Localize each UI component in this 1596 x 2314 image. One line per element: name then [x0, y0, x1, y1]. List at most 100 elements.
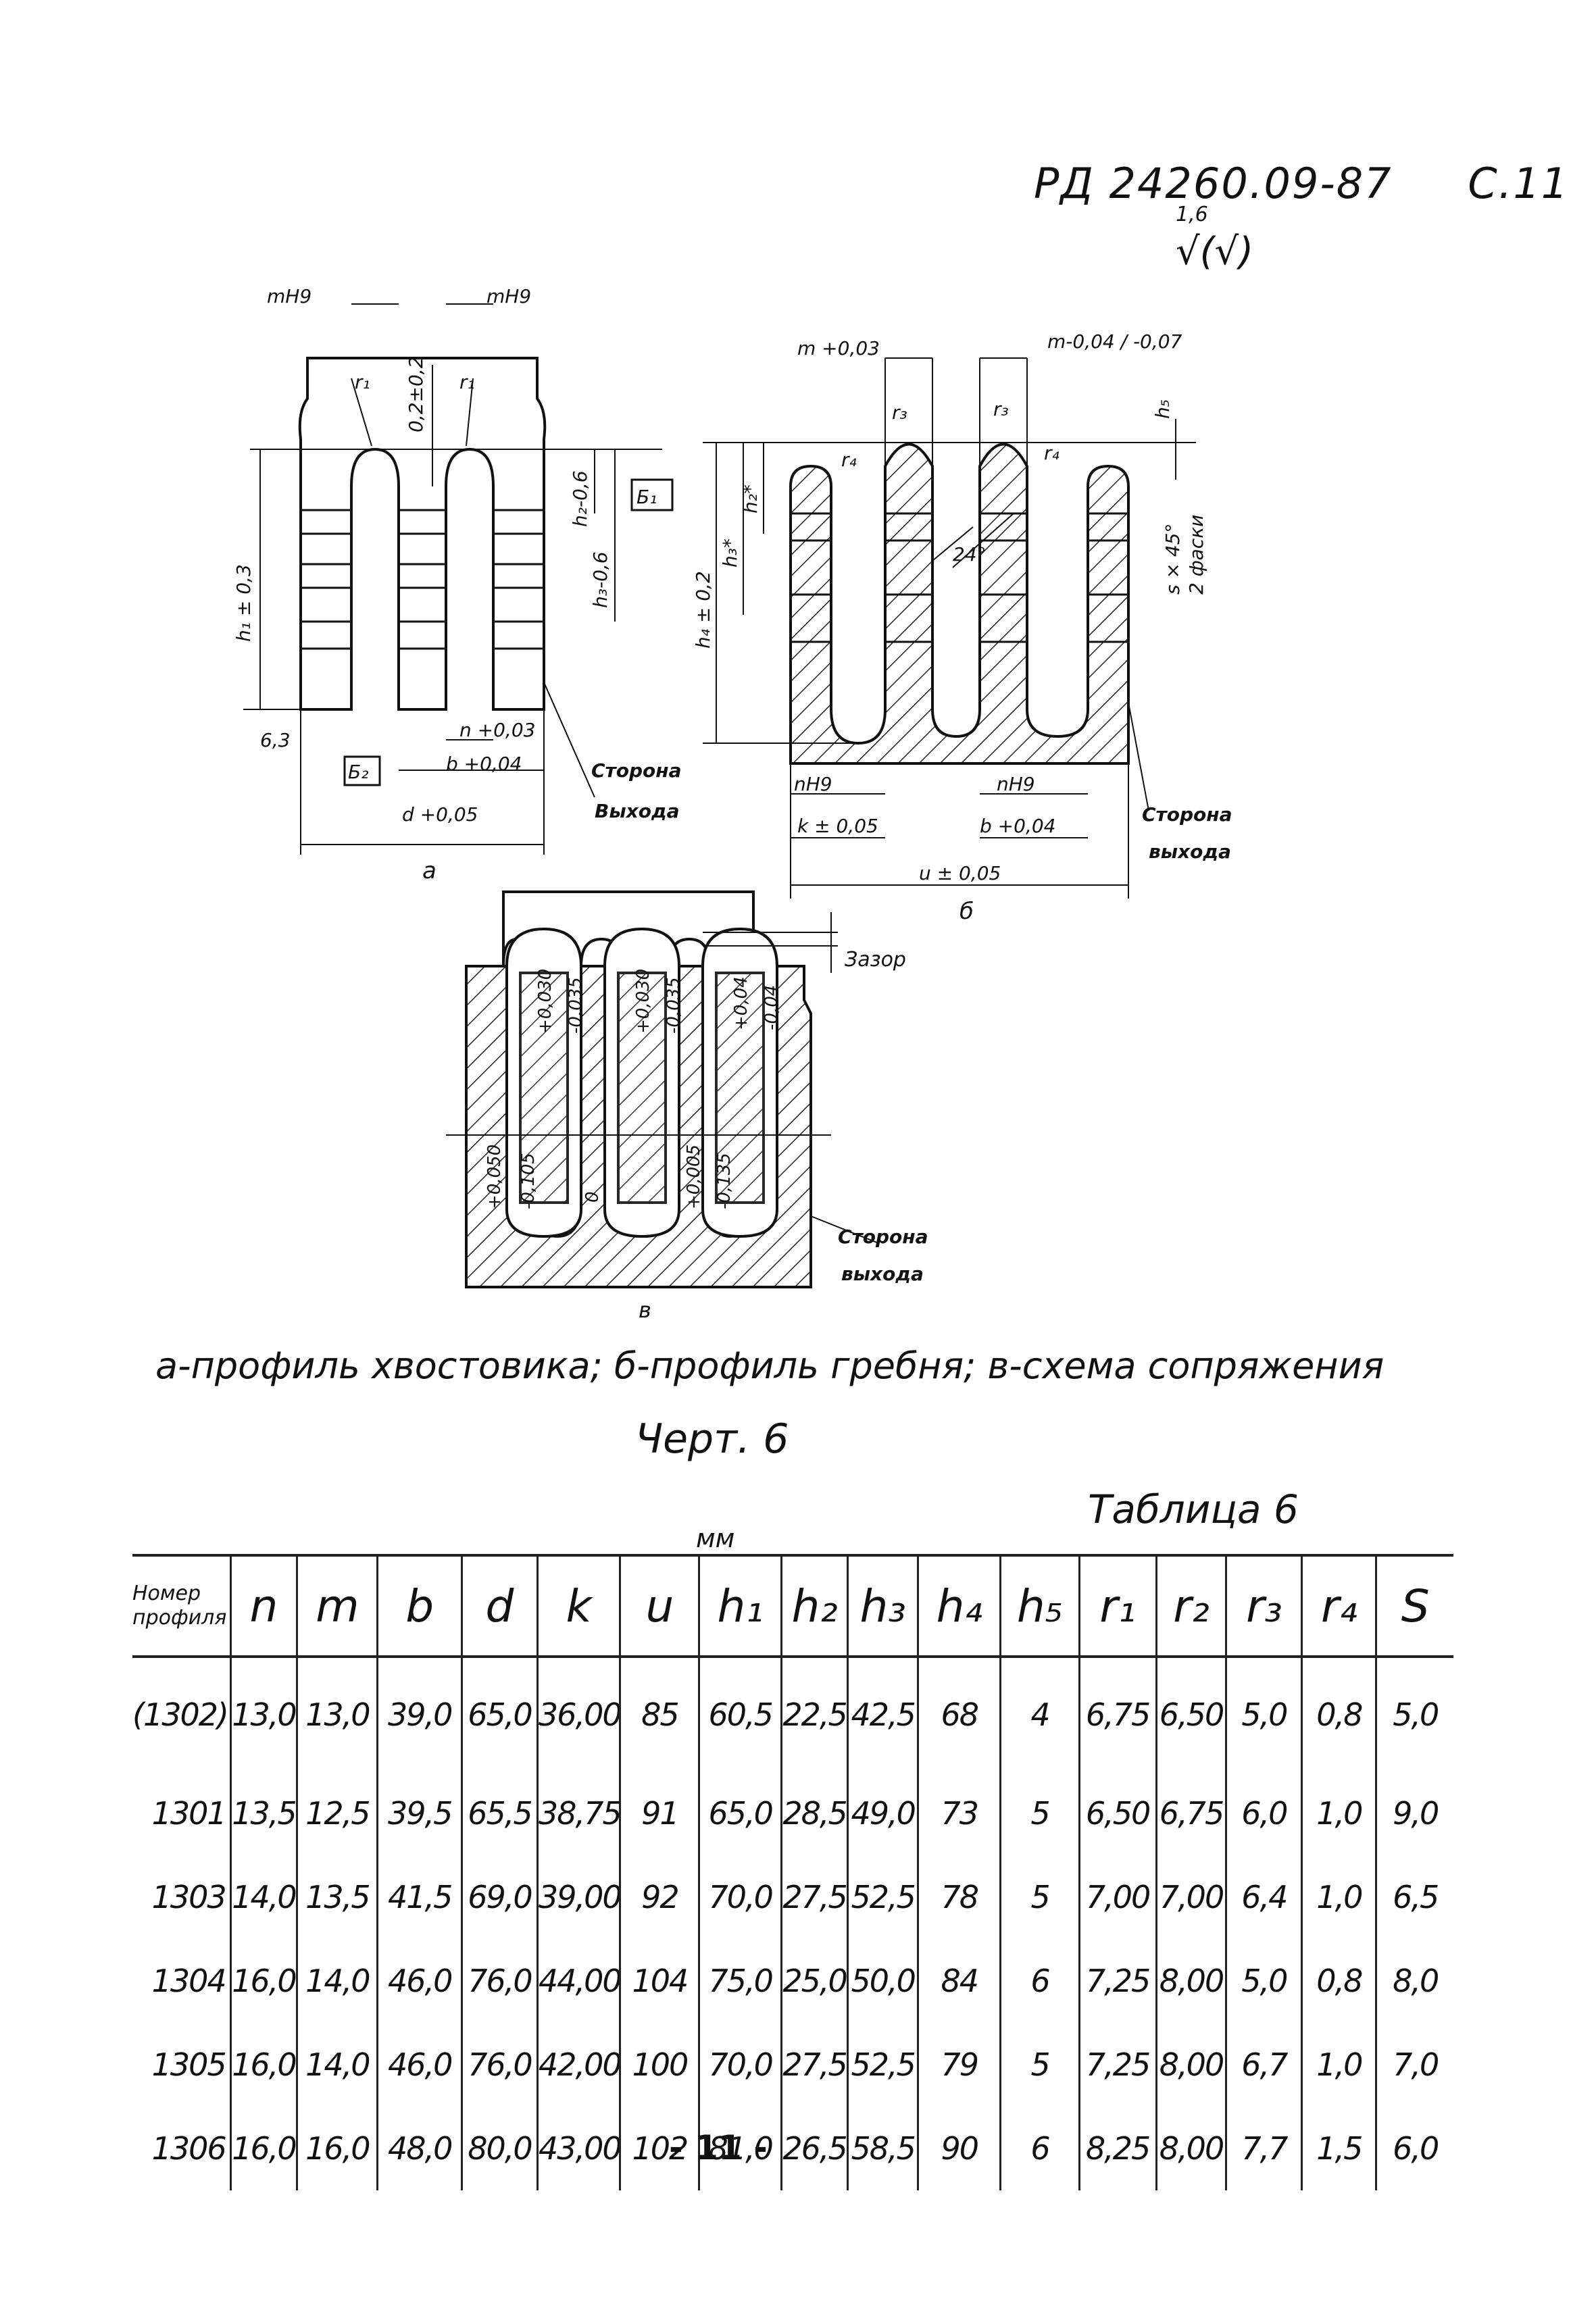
profile-number-cell: 1305 — [151, 2046, 227, 2083]
drawing-b — [703, 357, 1196, 899]
table-cell: 6,0 — [1225, 1771, 1302, 1855]
header-m: m — [296, 1555, 378, 1657]
header-u: u — [619, 1555, 699, 1657]
nH9-right: nH9 — [997, 773, 1035, 795]
header-h4: h₄ — [917, 1555, 1001, 1657]
table-cell: 65,0 — [460, 1657, 538, 1771]
drawing-b-label: б — [959, 898, 974, 925]
r4-left: r₄ — [841, 449, 857, 471]
table-cell: 1,0 — [1301, 1771, 1376, 1855]
table-cell: 39,0 — [376, 1657, 462, 1771]
dim-lines-b — [703, 357, 1196, 899]
base-mark-b1 — [630, 478, 674, 511]
table-cell: 44,00 — [536, 1939, 620, 2023]
table-cell: 49,0 — [847, 1771, 918, 1855]
roughness-a: 6,3 — [260, 729, 291, 751]
table-cell: 60,5 — [698, 1657, 782, 1771]
page-number: - 11 - — [669, 2128, 768, 2167]
comb-stripes — [791, 512, 1128, 643]
table-cell: 1,0 — [1301, 1855, 1376, 1939]
header-r3: r₃ — [1225, 1555, 1302, 1657]
table-cell: 8,25 — [1078, 2107, 1157, 2190]
tol-top-1: +0,030 — [535, 969, 555, 1034]
n-dim: n +0,03 — [459, 719, 535, 741]
header-profile-number: Номер профиля — [132, 1582, 227, 1630]
header-s: S — [1375, 1555, 1453, 1657]
tol-top-4: -0,035 — [664, 977, 684, 1034]
table-cell: 6,0 — [1375, 2107, 1453, 2190]
table-cell: 5 — [999, 1855, 1080, 1939]
table-cell: 79 — [917, 2023, 1001, 2107]
side-label-c-1: Сторона — [838, 1226, 928, 1248]
table-title: Таблица 6 — [1088, 1486, 1299, 1532]
base-mark-b2-label: Б₂ — [348, 761, 368, 783]
header-d: d — [460, 1555, 538, 1657]
table-cell: 38,75 — [536, 1771, 620, 1855]
table-cell: 6,50 — [1155, 1657, 1226, 1771]
roughness-symbol: √(√) — [1176, 230, 1254, 274]
header-b: b — [376, 1555, 462, 1657]
drawing-c-label: в — [639, 1297, 651, 1323]
table-cell: 42,5 — [847, 1657, 918, 1771]
table-cell: 65,0 — [698, 1771, 782, 1855]
table-cell: 27,5 — [780, 2023, 848, 2107]
radius-label-right: r₁ — [459, 371, 475, 393]
table-cell: 68 — [917, 1657, 1001, 1771]
table-header-row: Номер профиля n m b d k u h₁ h₂ h₃ h₄ h₅… — [132, 1555, 1453, 1657]
dim-top-left: mH9 — [267, 285, 311, 307]
h5-label: h₅ — [1151, 399, 1174, 419]
tol-bottom-4: +0,005 — [684, 1145, 704, 1209]
header-h3: h₃ — [847, 1555, 918, 1657]
table-cell: 39,5 — [376, 1771, 462, 1855]
table-cell: 27,5 — [780, 1855, 848, 1939]
table-cell: 50,0 — [847, 1939, 918, 2023]
table-cell: 8,00 — [1155, 1939, 1226, 2023]
tol-top-5: +0,04 — [731, 976, 751, 1030]
side-label-b-1: Сторона — [1142, 803, 1232, 826]
tol-bottom-2: -0,105 — [518, 1153, 539, 1209]
side-label-b-2: выхода — [1149, 840, 1231, 863]
chamfer-note: 2 фаски — [1185, 515, 1207, 595]
angle-24: 24° — [953, 543, 987, 565]
table-cell: 16,0 — [229, 2107, 297, 2190]
figure-label: Черт. 6 — [635, 1415, 789, 1463]
gap-dim: 0,2±0,2 — [405, 356, 427, 432]
table-cell: 6,4 — [1225, 1855, 1302, 1939]
chamfer-label: s × 45° — [1162, 524, 1184, 595]
table-cell: 6,75 — [1155, 1771, 1226, 1855]
table-cell: 8,0 — [1375, 1939, 1453, 2023]
table-cell: 16,0 — [296, 2107, 378, 2190]
table-cell: 6,50 — [1078, 1771, 1157, 1855]
table-cell: 1,0 — [1301, 2023, 1376, 2107]
fill-r — [715, 972, 765, 1204]
table-cell: 7,25 — [1078, 1939, 1157, 2023]
tol-top-3: +0,030 — [633, 969, 653, 1034]
document-header: РД 24260.09-87 С.11 — [1034, 159, 1569, 208]
table-cell: 8,00 — [1155, 2023, 1226, 2107]
table-cell: 76,0 — [460, 1939, 538, 2023]
table-cell: 80,0 — [460, 2107, 538, 2190]
header-n: n — [229, 1555, 297, 1657]
document-code: РД 24260.09-87 — [1034, 159, 1393, 208]
table-cell: 78 — [917, 1855, 1001, 1939]
table-cell: 92 — [619, 1855, 699, 1939]
table-cell: 65,5 — [460, 1771, 538, 1855]
b-dim: b +0,04 — [446, 753, 522, 775]
table-cell: 42,00 — [536, 2023, 620, 2107]
roughness-value: 1,6 — [1176, 203, 1208, 226]
base-mark-b1-label: Б₁ — [637, 486, 657, 508]
dim-lines-c — [446, 912, 879, 1244]
h4-dim: h₄ ± 0,2 — [692, 571, 714, 649]
header-r4: r₄ — [1301, 1555, 1376, 1657]
table-cell: 28,5 — [780, 1771, 848, 1855]
comb-section — [789, 443, 1130, 765]
tol-bottom-3: 0 — [582, 1191, 603, 1203]
k-dim: k ± 0,05 — [797, 815, 878, 837]
table-cell: 6,5 — [1375, 1855, 1453, 1939]
h2-star: h₂* — [739, 484, 762, 513]
tol-bottom-1: +0,050 — [484, 1145, 505, 1209]
h1-dim: h₁ ± 0,3 — [232, 564, 255, 642]
